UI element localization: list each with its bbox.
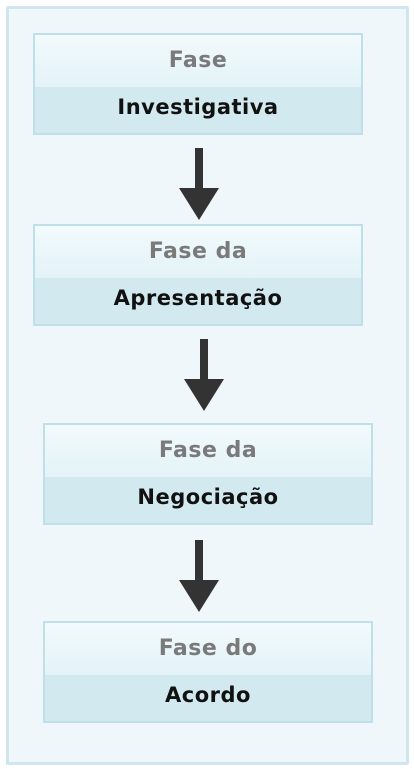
arrow-down-icon — [179, 148, 219, 220]
phase-label: Negociação — [137, 485, 279, 509]
arrow-down-icon — [179, 540, 219, 612]
phase-label: Acordo — [165, 683, 251, 707]
phase-box-apresentacao: Fase da Apresentação — [33, 224, 363, 326]
phase-label: Investigativa — [117, 95, 279, 119]
arrow-down-icon — [184, 339, 224, 411]
phase-title: Fase da — [45, 425, 371, 477]
phase-box-acordo: Fase do Acordo — [43, 621, 373, 723]
phase-title: Fase — [35, 35, 361, 87]
phase-title: Fase da — [35, 226, 361, 278]
phase-box-negociacao: Fase da Negociação — [43, 423, 373, 525]
phase-box-investigativa: Fase Investigativa — [33, 33, 363, 135]
phase-label: Apresentação — [113, 286, 283, 310]
phase-title: Fase do — [45, 623, 371, 675]
